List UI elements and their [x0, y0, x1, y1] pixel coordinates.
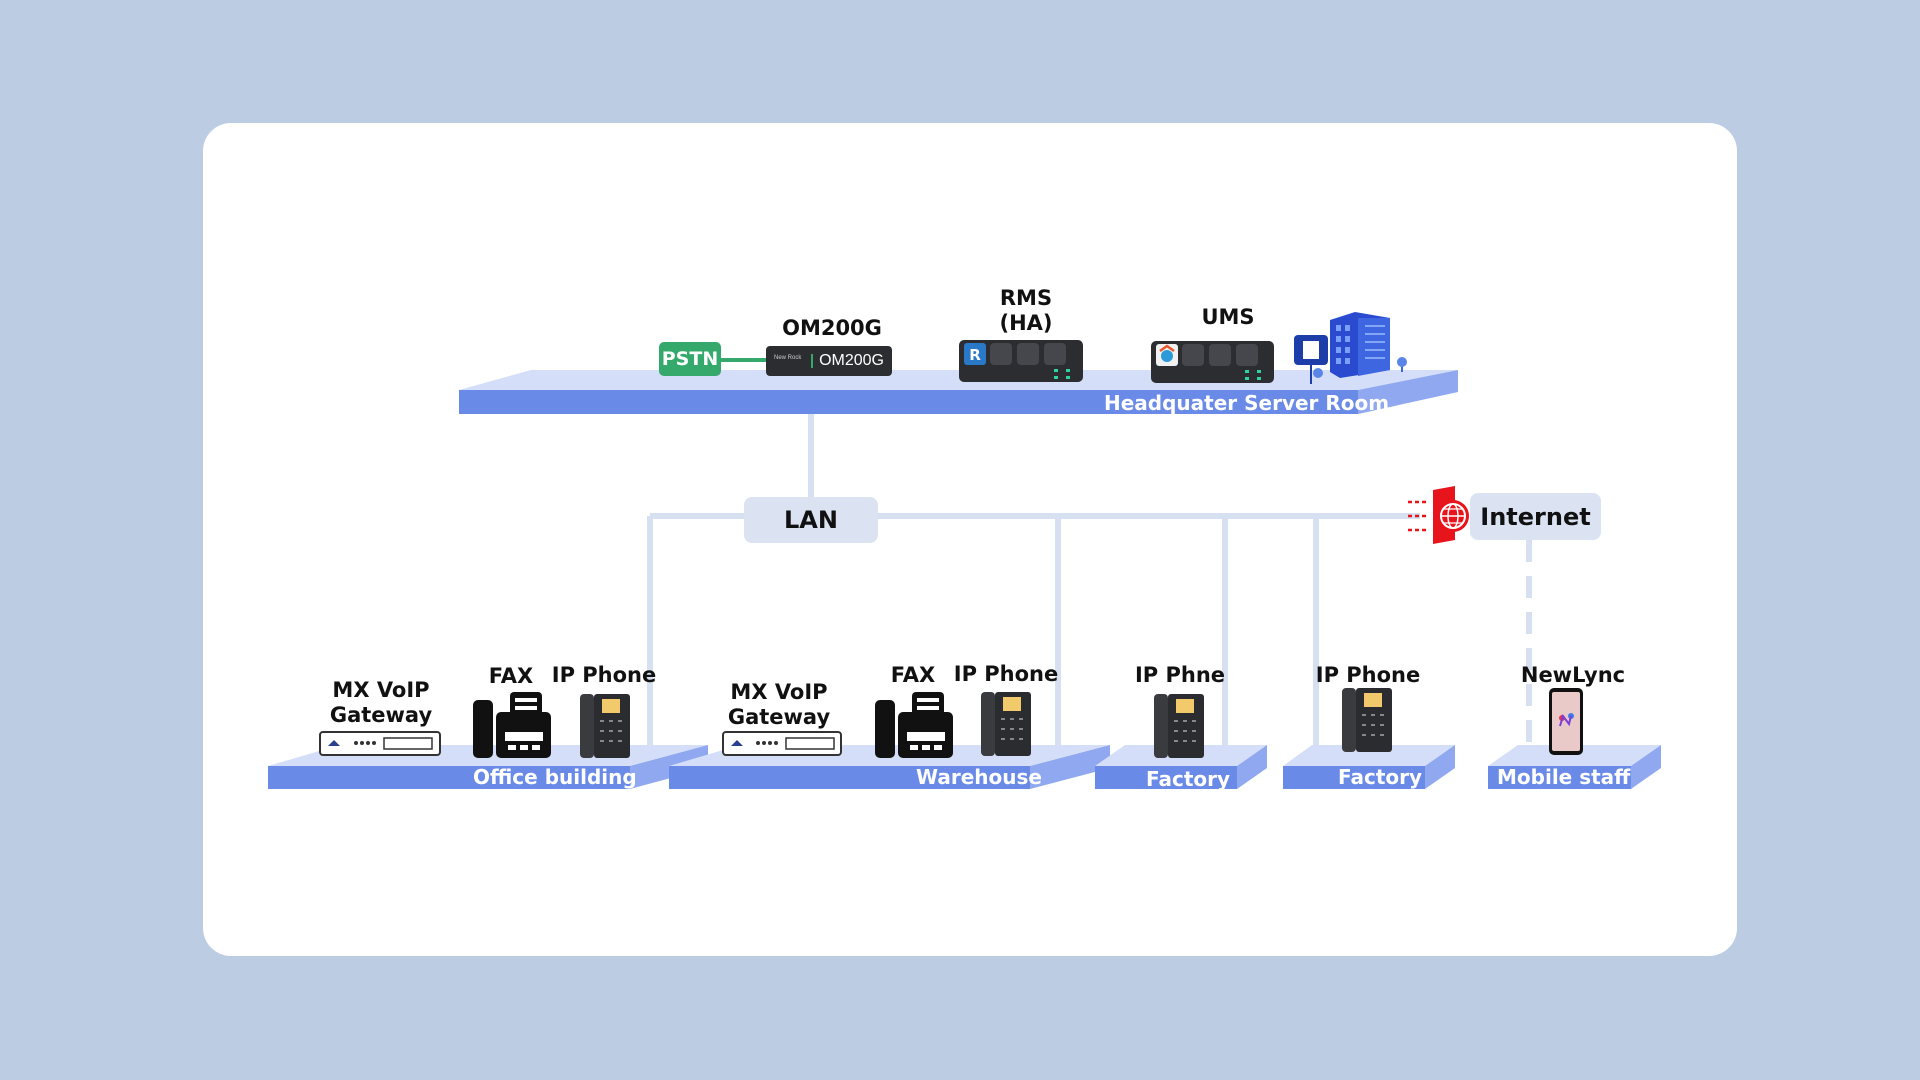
- office-gateway-line1: MX VoIP: [332, 678, 430, 702]
- warehouse-platform-label: Warehouse: [916, 765, 1042, 789]
- internet-node: Internet: [1470, 493, 1601, 540]
- svg-text:R: R: [969, 346, 981, 364]
- office-platform-label: Office building: [473, 765, 637, 789]
- office-ip-phone-icon: [580, 694, 630, 758]
- warehouse-gateway-line1: MX VoIP: [730, 680, 828, 704]
- rms-title-line2: (HA): [999, 311, 1053, 335]
- office-phone-label: IP Phone: [551, 663, 657, 687]
- factory2-ip-phone-icon: [1342, 688, 1392, 752]
- mobile-platform: [1488, 745, 1661, 789]
- factory1-ip-phone-icon: [1154, 694, 1204, 758]
- firewall-icon: [1408, 486, 1469, 544]
- om200g-device-label: OM200G: [819, 352, 884, 369]
- rms-title-line1: RMS: [999, 286, 1053, 310]
- internet-label: Internet: [1480, 502, 1591, 531]
- warehouse-gateway-title: MX VoIP Gateway: [728, 680, 830, 730]
- factory1-phone-label: IP Phne: [1134, 663, 1226, 687]
- pstn-node: PSTN: [659, 342, 721, 376]
- hq-building-icon: [1294, 312, 1407, 384]
- warehouse-fax-icon: [875, 692, 953, 758]
- lan-label: LAN: [784, 506, 838, 534]
- ums-title: UMS: [1201, 305, 1255, 329]
- newlync-label: NewLync: [1520, 663, 1626, 687]
- office-gateway-line2: Gateway: [329, 703, 433, 727]
- om200g-device: New Rock OM200G: [766, 346, 892, 376]
- device-divider: [811, 354, 814, 368]
- warehouse-ip-phone-icon: [981, 692, 1031, 756]
- factory1-platform-label: Factory: [1146, 767, 1231, 791]
- hq-platform: [459, 370, 1458, 414]
- warehouse-phone-label: IP Phone: [953, 662, 1059, 686]
- factory2-platform: [1283, 745, 1455, 789]
- warehouse-fax-label: FAX: [890, 663, 936, 687]
- rms-server-icon: R: [959, 340, 1083, 382]
- factory2-platform-label: Factory: [1338, 765, 1423, 789]
- office-gateway-title: MX VoIP Gateway: [330, 678, 432, 728]
- pstn-label: PSTN: [661, 348, 719, 370]
- warehouse-gateway-icon: [722, 731, 842, 756]
- factory2-phone-label: IP Phone: [1315, 663, 1421, 687]
- lan-node: LAN: [744, 497, 878, 543]
- warehouse-gateway-line2: Gateway: [727, 705, 831, 729]
- rms-title: RMS (HA): [999, 286, 1052, 336]
- office-gateway-icon: [319, 731, 441, 756]
- mobile-platform-label: Mobile staff: [1497, 765, 1631, 789]
- newlync-mobile-icon: [1549, 688, 1583, 755]
- new-rock-logo: New Rock: [774, 355, 802, 361]
- office-fax-label: FAX: [488, 664, 534, 688]
- office-fax-icon: [473, 692, 551, 758]
- hq-platform-label: Headquater Server Room: [1104, 391, 1390, 415]
- om200g-title: OM200G: [782, 316, 882, 340]
- ums-server-icon: [1151, 341, 1274, 383]
